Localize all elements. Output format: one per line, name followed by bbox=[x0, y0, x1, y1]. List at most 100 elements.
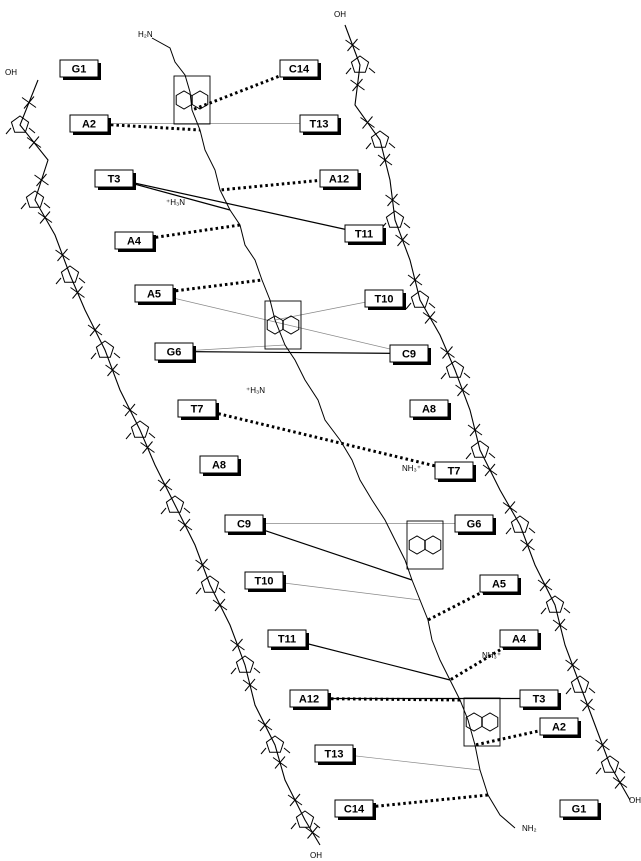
left-backbone-phosphate bbox=[105, 363, 120, 377]
label-left-a8: A8 bbox=[199, 455, 241, 476]
label-left-t3: T3 bbox=[94, 169, 136, 190]
label-left-a12: A12 bbox=[289, 689, 331, 710]
bond-c9-chain bbox=[243, 522, 413, 581]
label-left-t7-text: T7 bbox=[191, 404, 204, 416]
label-left-a4-text: A4 bbox=[127, 236, 142, 248]
naphthalimide-core bbox=[406, 520, 444, 570]
left-backbone-phosphate bbox=[257, 718, 273, 732]
ammonium-lower: NH₃⁺ bbox=[482, 651, 501, 660]
linker-chain-path bbox=[151, 37, 516, 829]
right-backbone-sugar-ring bbox=[440, 360, 471, 380]
hydroxyl-left: OH bbox=[5, 68, 17, 77]
right-backbone-phosphate bbox=[552, 618, 568, 632]
label-left-t7: T7 bbox=[177, 399, 219, 420]
right-backbone-sugar-ring bbox=[540, 595, 571, 615]
bond-t11-chain bbox=[286, 637, 451, 681]
left-backbone-phosphate bbox=[70, 286, 85, 299]
contact-a5-c9 bbox=[153, 293, 410, 354]
left-backbone-phosphate bbox=[87, 323, 103, 337]
label-right-a8: A8 bbox=[409, 399, 451, 420]
label-left-t10-text: T10 bbox=[255, 576, 274, 588]
right-backbone-phosphate bbox=[377, 153, 393, 167]
label-left-a4: A4 bbox=[114, 231, 156, 252]
label-left-t13: T13 bbox=[314, 744, 356, 765]
left-backbone-sugar-ring bbox=[290, 810, 321, 830]
left-backbone-sugar-ring bbox=[90, 340, 121, 360]
base-pair-connectors bbox=[88, 67, 560, 810]
label-left-g6-text: G6 bbox=[167, 347, 182, 359]
label-right-a2-text: A2 bbox=[552, 722, 566, 734]
label-right-t3-text: T3 bbox=[533, 694, 546, 706]
left-backbone-phosphate bbox=[26, 136, 42, 149]
label-left-t3-text: T3 bbox=[108, 174, 121, 186]
label-left-c14-text: C14 bbox=[344, 804, 365, 816]
right-backbone-phosphate bbox=[385, 193, 400, 207]
naphthalimide-core bbox=[264, 300, 302, 350]
right-backbone-sugar-ring bbox=[345, 55, 376, 75]
left-backbone-sugar-ring bbox=[20, 190, 51, 210]
label-left-g1: G1 bbox=[59, 59, 101, 80]
ammonium-upper-2: ⁺H₃N bbox=[246, 386, 265, 395]
label-right-c9-text: C9 bbox=[402, 349, 416, 361]
ammonium-middle: NH₃⁺ bbox=[402, 464, 421, 473]
hydroxyl-right: OH bbox=[629, 796, 641, 805]
label-right-g1: G1 bbox=[559, 799, 601, 820]
label-right-t13-text: T13 bbox=[310, 119, 329, 131]
label-left-a5: A5 bbox=[134, 284, 176, 305]
hbond-t7-t7 bbox=[196, 407, 455, 472]
right-backbone-phosphate bbox=[350, 78, 365, 92]
right-backbone-sugar-ring bbox=[365, 130, 396, 150]
label-right-t3: T3 bbox=[519, 689, 561, 710]
hbond-c14-lower bbox=[353, 793, 489, 810]
bond-g6-c9 bbox=[173, 350, 410, 355]
label-right-t11: T11 bbox=[344, 224, 386, 245]
right-backbone-phosphate bbox=[345, 38, 360, 52]
label-left-t13-text: T13 bbox=[325, 749, 344, 761]
right-backbone-phosphate bbox=[595, 738, 610, 752]
left-backbone-phosphate bbox=[230, 638, 245, 652]
left-backbone-sugar-ring bbox=[230, 655, 261, 675]
right-backbone-phosphate bbox=[537, 578, 553, 592]
naphthalimide-core bbox=[463, 697, 501, 747]
left-backbone-sugar-ring bbox=[260, 735, 291, 755]
left-backbone-phosphate bbox=[37, 211, 53, 224]
hydroxyl-top: OH bbox=[334, 10, 346, 19]
right-backbone-phosphate bbox=[455, 383, 470, 397]
left-backbone-sugar-ring bbox=[160, 495, 191, 515]
right-backbone-phosphate bbox=[502, 501, 518, 514]
label-right-a8-text: A8 bbox=[422, 404, 436, 416]
right-backbone-phosphate bbox=[407, 273, 423, 287]
amine-top: H₂N bbox=[138, 30, 153, 39]
bond-t3-t11 bbox=[113, 177, 365, 235]
hbond-a2-lower bbox=[474, 725, 560, 747]
label-left-c14: C14 bbox=[334, 799, 376, 820]
label-right-g6-text: G6 bbox=[467, 519, 482, 531]
left-backbone-sugar-ring bbox=[195, 575, 226, 595]
left-backbone-sugar-ring bbox=[5, 115, 36, 135]
hydroxyl-bottom: OH bbox=[310, 851, 322, 860]
label-right-c14-text: C14 bbox=[289, 64, 310, 76]
label-left-a2: A2 bbox=[69, 114, 111, 135]
left-backbone bbox=[19, 79, 321, 846]
label-right-t10-text: T10 bbox=[375, 294, 394, 306]
label-right-g6: G6 bbox=[454, 514, 496, 535]
label-right-a2: A2 bbox=[539, 717, 581, 738]
left-backbone-phosphate bbox=[34, 173, 49, 187]
amine-bottom: NH₂ bbox=[522, 824, 537, 833]
right-backbone-sugar-ring bbox=[405, 290, 436, 310]
label-left-t11-text: T11 bbox=[278, 634, 296, 646]
left-backbone-phosphate bbox=[157, 478, 173, 492]
left-backbone-phosphate bbox=[272, 756, 288, 769]
label-right-a12-text: A12 bbox=[329, 174, 349, 186]
right-backbone-phosphate bbox=[612, 776, 628, 789]
label-left-c9-text: C9 bbox=[237, 519, 251, 531]
label-left-t10: T10 bbox=[244, 571, 286, 592]
label-left-a5-text: A5 bbox=[147, 289, 161, 301]
label-right-t7-text: T7 bbox=[448, 466, 461, 478]
left-backbone-phosphate bbox=[195, 558, 210, 572]
label-right-a4-text: A4 bbox=[512, 634, 527, 646]
label-left-a2-text: A2 bbox=[82, 119, 96, 131]
label-right-a5: A5 bbox=[479, 574, 521, 595]
left-backbone-phosphate bbox=[122, 403, 138, 417]
right-backbone-sugar-ring bbox=[565, 675, 596, 695]
